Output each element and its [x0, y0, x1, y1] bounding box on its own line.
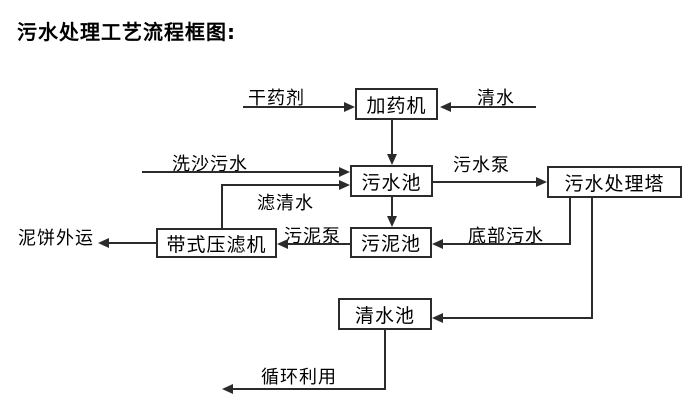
label-sand-washing-sewage: 洗沙污水 [172, 154, 248, 175]
arrowhead-left-icon [440, 102, 451, 112]
connector-line [221, 184, 223, 228]
connector-line [591, 198, 593, 319]
arrowhead-left-icon [432, 313, 443, 323]
label-filtered-water: 滤清水 [257, 193, 314, 214]
node-treatment-tower: 污水处理塔 [547, 166, 682, 198]
label-sewage-pump: 污水泵 [453, 155, 510, 176]
connector-line [451, 106, 536, 108]
connector-line [288, 243, 350, 245]
node-belt-filter-press: 带式压滤机 [156, 228, 277, 258]
connector-line [243, 106, 344, 108]
connector-line [391, 197, 393, 216]
label-mud-cake-out: 泥饼外运 [18, 228, 94, 249]
connector-line [433, 181, 536, 183]
arrowhead-right-icon [339, 180, 350, 190]
connector-line [233, 388, 386, 390]
label-sludge-pump: 污泥泵 [284, 226, 341, 247]
connector-line [443, 243, 571, 245]
arrowhead-right-icon [344, 102, 355, 112]
arrowhead-left-icon [277, 239, 288, 249]
page-title: 污水处理工艺流程框图: [17, 20, 236, 44]
arrowhead-left-icon [98, 238, 109, 248]
connector-line [384, 330, 386, 390]
connector-line [142, 171, 339, 173]
node-dosing-machine: 加药机 [355, 88, 438, 120]
arrowhead-left-icon [222, 384, 233, 394]
arrowhead-right-icon [536, 177, 547, 187]
node-sludge-pool: 污泥池 [350, 227, 432, 258]
connector-line [569, 198, 571, 245]
node-clear-water-pool: 清水池 [338, 298, 432, 330]
label-clear-water: 清水 [477, 88, 515, 109]
label-bottom-sewage: 底部污水 [468, 226, 544, 247]
arrowhead-left-icon [432, 239, 443, 249]
connector-line [222, 184, 339, 186]
node-sewage-pool: 污水池 [350, 165, 433, 197]
arrowhead-down-icon [387, 154, 397, 165]
arrowhead-down-icon [387, 216, 397, 227]
label-dry-agent: 干药剂 [248, 88, 305, 109]
connector-line [443, 317, 592, 319]
connector-line [391, 120, 393, 154]
connector-line [109, 242, 156, 244]
arrowhead-right-icon [339, 167, 350, 177]
label-recycle: 循环利用 [261, 367, 337, 388]
